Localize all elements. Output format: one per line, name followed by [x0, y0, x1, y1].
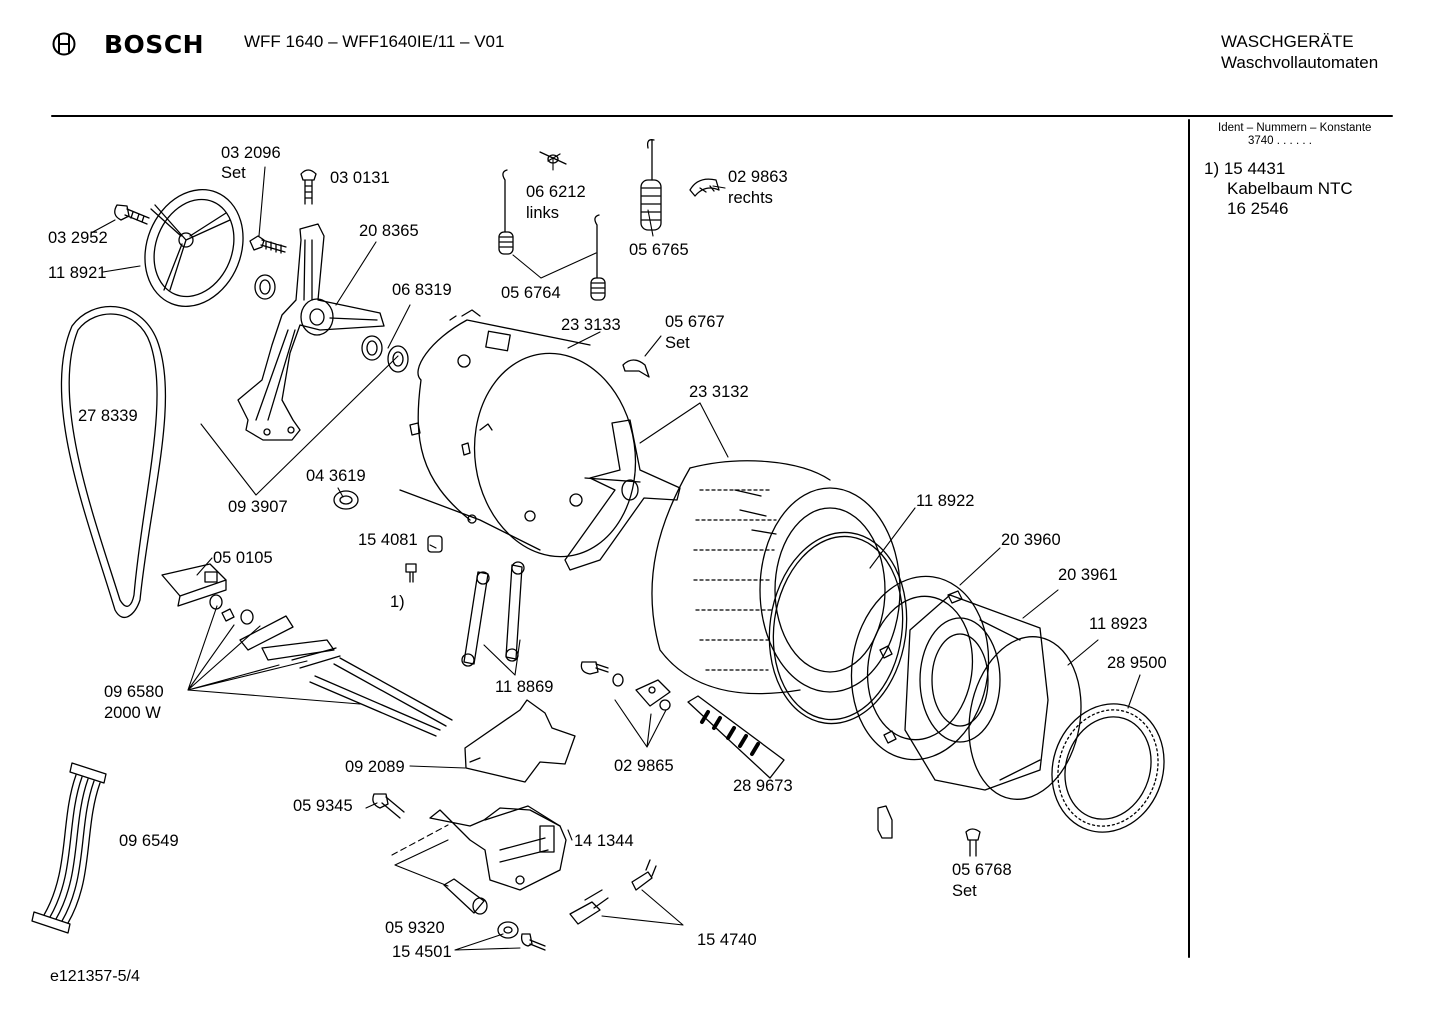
part-289500-door-seal — [1051, 703, 1165, 833]
part-056768-screw — [877, 805, 981, 857]
part-label-154740: 15 4740 — [697, 931, 757, 949]
part-029865-fasteners — [580, 661, 671, 711]
part-label-118923: 11 8923 — [1089, 615, 1148, 633]
part-label-029863-rechts: rechts — [728, 189, 773, 207]
part-label-208365: 20 8365 — [359, 222, 419, 240]
part-label-096580-power: 2000 W — [104, 704, 161, 722]
leader-lines — [90, 157, 1141, 951]
part-label-056765: 05 6765 — [629, 241, 689, 259]
part-233132-drum-cross — [564, 419, 681, 571]
note-line-3: 16 2546 — [1227, 199, 1289, 218]
part-118869-shock-absorbers — [461, 561, 525, 667]
part-label-154501: 15 4501 — [392, 943, 452, 961]
brand-name: BOSCH — [104, 30, 205, 59]
part-050105-terminal-block — [161, 563, 227, 607]
part-label-029865: 02 9865 — [614, 757, 674, 775]
part-label-289500: 28 9500 — [1107, 654, 1167, 672]
part-118921-pulley — [144, 188, 244, 308]
part-203961-front-panel — [904, 594, 1049, 791]
part-drum — [651, 460, 901, 695]
part-label-289673: 28 9673 — [733, 777, 793, 795]
part-label-030131: 03 0131 — [330, 169, 390, 187]
part-066212-clip — [539, 151, 567, 165]
part-056767-clip — [622, 359, 650, 378]
appliance-category: WASCHGERÄTE — [1221, 32, 1354, 51]
part-label-096549: 09 6549 — [119, 832, 179, 850]
part-label-233132: 23 3132 — [689, 383, 749, 401]
part-label-050105: 05 0105 — [213, 549, 273, 567]
part-label-059345: 05 9345 — [293, 797, 353, 815]
part-059320-bushing — [443, 878, 488, 915]
part-label-056767: 05 6767 — [665, 313, 725, 331]
bosch-logo-icon — [52, 32, 76, 56]
part-label-066212: 06 6212 — [526, 183, 586, 201]
part-056765-spring — [640, 139, 662, 231]
part-label-029863: 02 9863 — [728, 168, 788, 186]
part-059345-screw — [372, 793, 405, 819]
part-label-068319: 06 8319 — [392, 281, 452, 299]
ident-title: Ident – Nummern – Konstante — [1218, 122, 1372, 134]
part-289673-sealant-tube — [687, 695, 785, 779]
part-label-203960: 20 3960 — [1001, 531, 1061, 549]
part-208365-drum-spider — [237, 223, 385, 441]
part-label-056768: 05 6768 — [952, 861, 1012, 879]
part-032096-bolt — [249, 235, 287, 254]
part-label-056767-set: Set — [665, 334, 690, 352]
part-118923-ring — [968, 636, 1082, 800]
model-number: WFF 1640 – WFF1640IE/11 – V01 — [244, 32, 505, 51]
part-096580-heater — [209, 594, 453, 737]
drawing-id: e121357-5/4 — [50, 968, 140, 985]
part-043619-grommet — [333, 490, 359, 510]
part-label-056768-set: Set — [952, 882, 977, 900]
appliance-subcategory: Waschvollautomaten — [1221, 53, 1379, 72]
part-154740-carbon-brushes — [569, 859, 657, 925]
part-label-043619: 04 3619 — [306, 467, 366, 485]
part-233133-tub-rear — [399, 309, 637, 558]
part-096549-ribbon-cable — [31, 762, 107, 934]
part-label-118922: 11 8922 — [916, 492, 975, 510]
part-label-032096-set: Set — [221, 164, 246, 182]
part-label-066212-links: links — [526, 204, 560, 222]
part-056764-springs — [498, 169, 606, 301]
part-141344-motor — [429, 805, 567, 891]
part-030131-screw — [300, 169, 317, 205]
part-label-032096: 03 2096 — [221, 144, 281, 162]
part-154501-washer-screw — [497, 921, 546, 951]
part-bearings — [254, 274, 409, 373]
part-label-096580: 09 6580 — [104, 683, 164, 701]
part-label-118921: 11 8921 — [48, 264, 107, 282]
part-label-154081-note: 1) — [390, 593, 405, 611]
part-label-233133: 23 3133 — [561, 316, 621, 334]
part-278339-belt — [60, 305, 167, 619]
part-label-092089: 09 2089 — [345, 758, 405, 776]
part-label-203961: 20 3961 — [1058, 566, 1118, 584]
part-label-032952: 03 2952 — [48, 229, 108, 247]
part-118922-ring — [768, 531, 908, 725]
part-label-141344: 14 1344 — [574, 832, 634, 850]
part-029863-clip — [689, 178, 720, 197]
part-label-278339: 27 8339 — [78, 407, 138, 425]
note-line-2: Kabelbaum NTC — [1227, 179, 1353, 198]
part-032952-screw — [114, 204, 150, 225]
part-label-059320: 05 9320 — [385, 919, 445, 937]
part-label-093907: 09 3907 — [228, 498, 288, 516]
part-203960-tub-front — [850, 575, 990, 761]
note-line-1: 1) 15 4431 — [1204, 159, 1286, 178]
ident-value: 3740 . . . . . . — [1248, 135, 1312, 147]
part-label-118869: 11 8869 — [495, 678, 554, 696]
part-092089-shield — [464, 699, 576, 783]
part-label-154081: 15 4081 — [358, 531, 418, 549]
part-154081-ntc-sensor — [405, 535, 443, 583]
part-label-056764: 05 6764 — [501, 284, 561, 302]
